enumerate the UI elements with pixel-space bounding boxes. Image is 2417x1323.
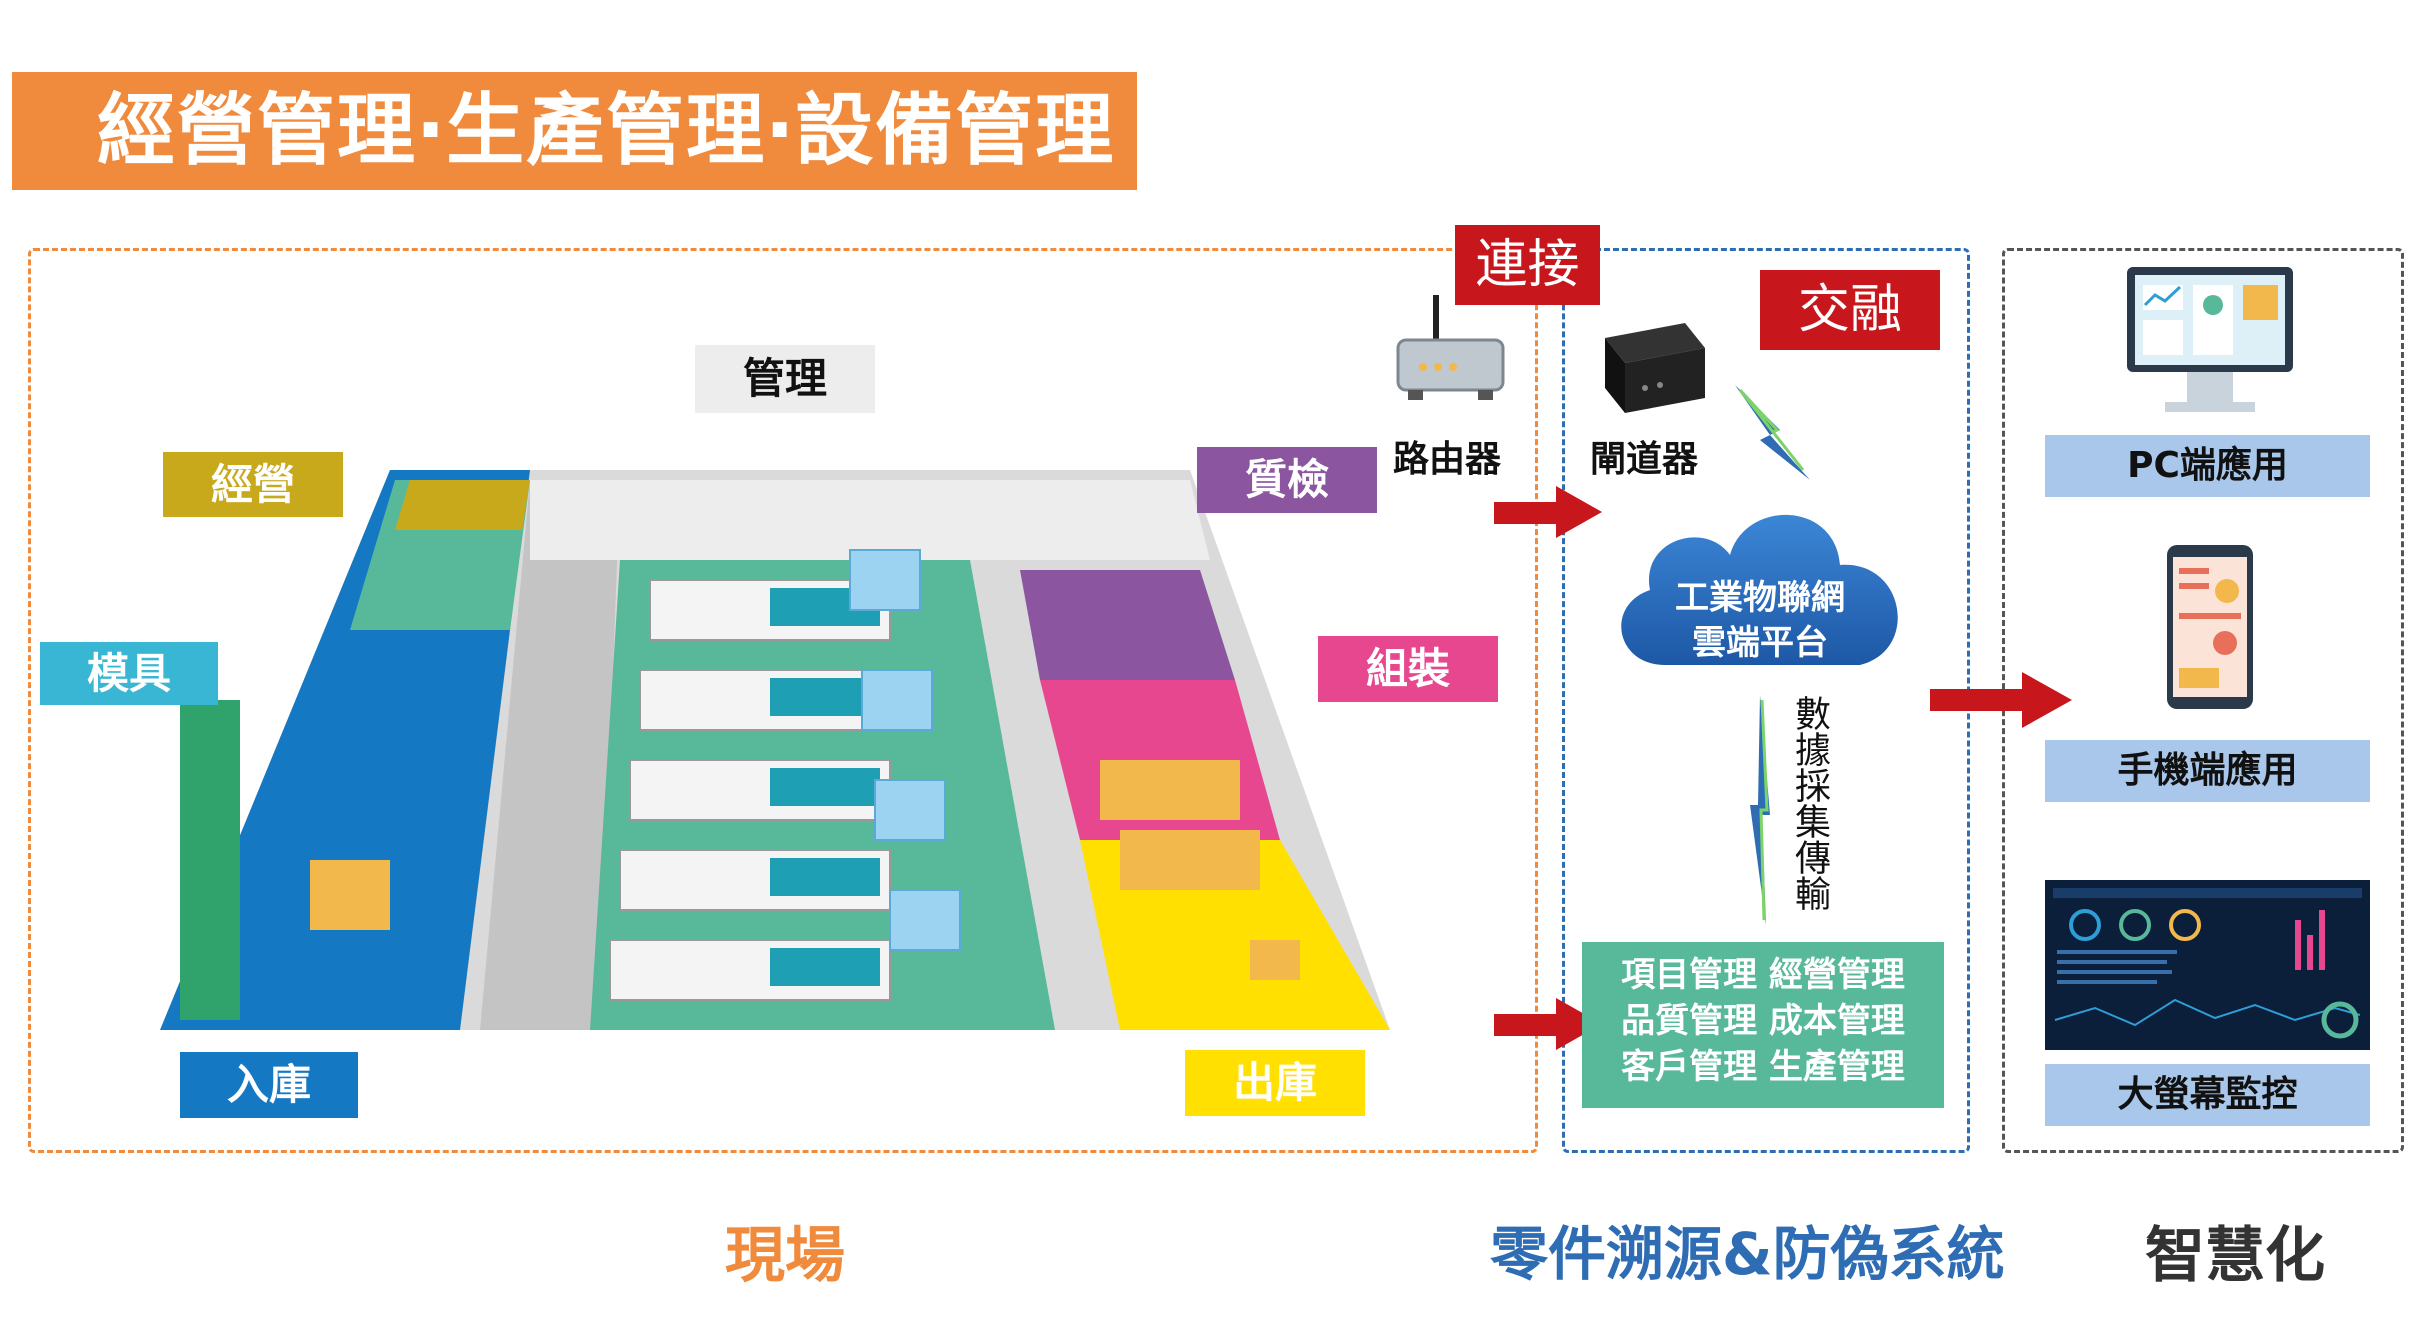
lightning-icon <box>1735 385 1810 480</box>
tag-fuse: 交融 <box>1760 270 1940 350</box>
module-row: 客戶管理 生產管理 <box>1621 1047 1905 1087</box>
arrow-to-smart <box>1930 672 2072 728</box>
tag-connect: 連接 <box>1455 225 1600 305</box>
zone-label-mold: 模具 <box>40 642 218 705</box>
zone-label-management: 管理 <box>695 345 875 413</box>
big-screen-dashboard-icon <box>2045 880 2370 1050</box>
arrow-to-platform-bottom <box>1494 998 1602 1050</box>
cloud-label-line2: 雲端平台 <box>1692 623 1828 663</box>
cloud-label-line1: 工業物聯網 <box>1675 578 1845 618</box>
module-row: 項目管理 經營管理 <box>1621 955 1905 995</box>
app-label-bigscreen: 大螢幕監控 <box>2045 1064 2370 1126</box>
arrow-to-platform-top <box>1494 486 1602 538</box>
module-box: 項目管理 經營管理 品質管理 成本管理 客戶管理 生產管理 <box>1582 942 1944 1108</box>
gateway-icon <box>1605 323 1705 413</box>
gateway-label: 閘道器 <box>1590 439 1699 480</box>
zone-label-assembly: 組裝 <box>1318 636 1498 702</box>
zone-label-operations: 經營 <box>163 452 343 517</box>
router-icon <box>1396 295 1505 400</box>
mobile-phone-icon <box>2167 545 2253 709</box>
zone-label-quality: 質檢 <box>1197 447 1377 513</box>
data-transfer-label: 數據採集傳輸 <box>1789 695 1830 911</box>
section-title-smart: 智慧化 <box>2145 1221 2325 1291</box>
module-row: 品質管理 成本管理 <box>1621 1001 1905 1041</box>
section-title-site: 現場 <box>725 1221 845 1291</box>
zone-label-inbound: 入庫 <box>180 1052 358 1118</box>
page-title: 經營管理‧生產管理‧設備管理 <box>12 72 1137 190</box>
app-label-mobile: 手機端應用 <box>2045 740 2370 802</box>
section-title-traceability: 零件溯源&防偽系統 <box>1490 1220 2005 1288</box>
data-transfer-arrow <box>1750 695 1770 925</box>
factory-floor-illustration <box>160 470 1390 1030</box>
router-label: 路由器 <box>1393 439 1502 480</box>
pc-monitor-icon <box>2127 267 2293 412</box>
site-frame <box>28 248 1538 1153</box>
cloud-icon <box>1621 514 1898 665</box>
app-label-pc: PC端應用 <box>2045 435 2370 497</box>
zone-label-outbound: 出庫 <box>1185 1050 1365 1116</box>
